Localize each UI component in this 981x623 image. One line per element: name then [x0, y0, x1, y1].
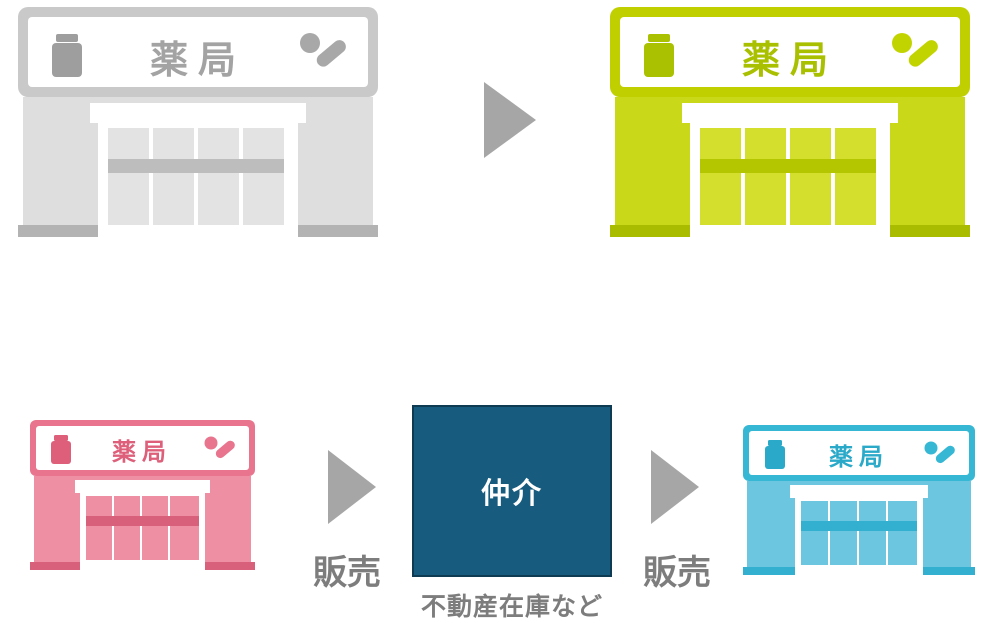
arrow-right-icon — [651, 450, 699, 524]
pharmacy-sign-text: 薬局 — [741, 38, 838, 82]
pharmacy-before: 薬局 — [18, 7, 378, 239]
pill-capsule-icon — [204, 436, 235, 459]
pharmacy-sign-text: 薬局 — [112, 438, 172, 466]
pill-capsule-icon — [924, 441, 955, 464]
pharmacy-building-icon — [743, 425, 975, 575]
pharmacy-sign-text: 薬局 — [829, 443, 889, 471]
pharmacy-after: 薬局 — [610, 7, 970, 239]
sell-label-left: 販売 — [313, 553, 381, 593]
broker-caption: 不動産在庫など — [420, 592, 603, 621]
arrow-right-icon — [484, 82, 536, 158]
pill-capsule-icon — [892, 33, 938, 67]
pharmacy-sign-text: 薬局 — [149, 38, 246, 82]
pharmacy-seller: 薬局 — [30, 420, 255, 572]
pharmacy-building-icon — [30, 420, 255, 570]
medicine-bottle-icon — [765, 440, 785, 469]
broker-box: 仲介 — [412, 405, 612, 577]
broker-label: 仲介 — [480, 476, 543, 510]
medicine-bottle-icon — [644, 34, 674, 77]
medicine-bottle-icon — [52, 34, 82, 77]
pharmacy-building-icon — [18, 7, 378, 237]
sell-label-right: 販売 — [643, 553, 711, 593]
arrow-right-icon — [328, 450, 376, 524]
pill-capsule-icon — [300, 33, 346, 67]
pharmacy-building-icon — [610, 7, 970, 237]
medicine-bottle-icon — [51, 435, 71, 464]
pharmacy-buyer: 薬局 — [743, 425, 975, 577]
